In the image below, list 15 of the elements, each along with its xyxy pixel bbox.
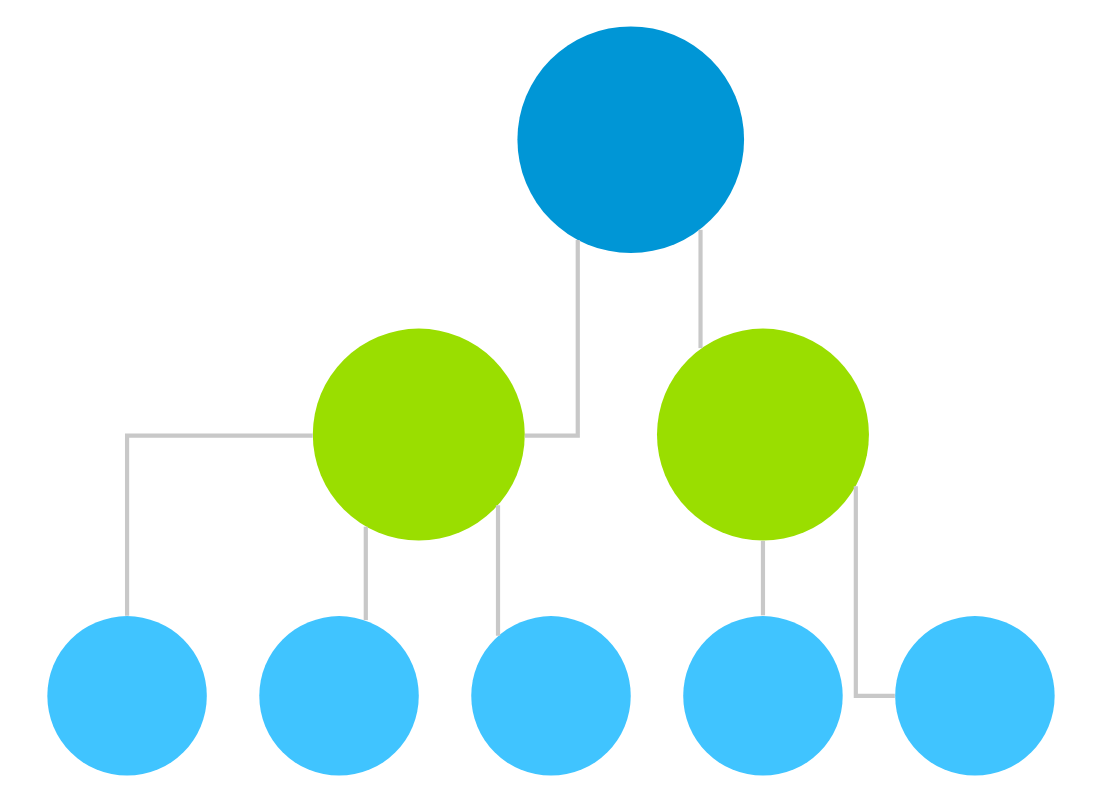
connector <box>523 238 579 437</box>
node-person <box>470 615 630 775</box>
connector <box>494 504 500 635</box>
connector <box>759 539 765 615</box>
connector <box>124 432 312 615</box>
node-person <box>516 25 744 253</box>
node-person <box>656 327 868 540</box>
connector <box>362 525 367 620</box>
node-person <box>682 615 842 775</box>
node-person <box>46 615 206 775</box>
node-person <box>894 615 1054 775</box>
node-person <box>258 615 418 775</box>
node-person <box>311 327 524 540</box>
connector <box>852 485 894 697</box>
connector <box>697 228 702 348</box>
